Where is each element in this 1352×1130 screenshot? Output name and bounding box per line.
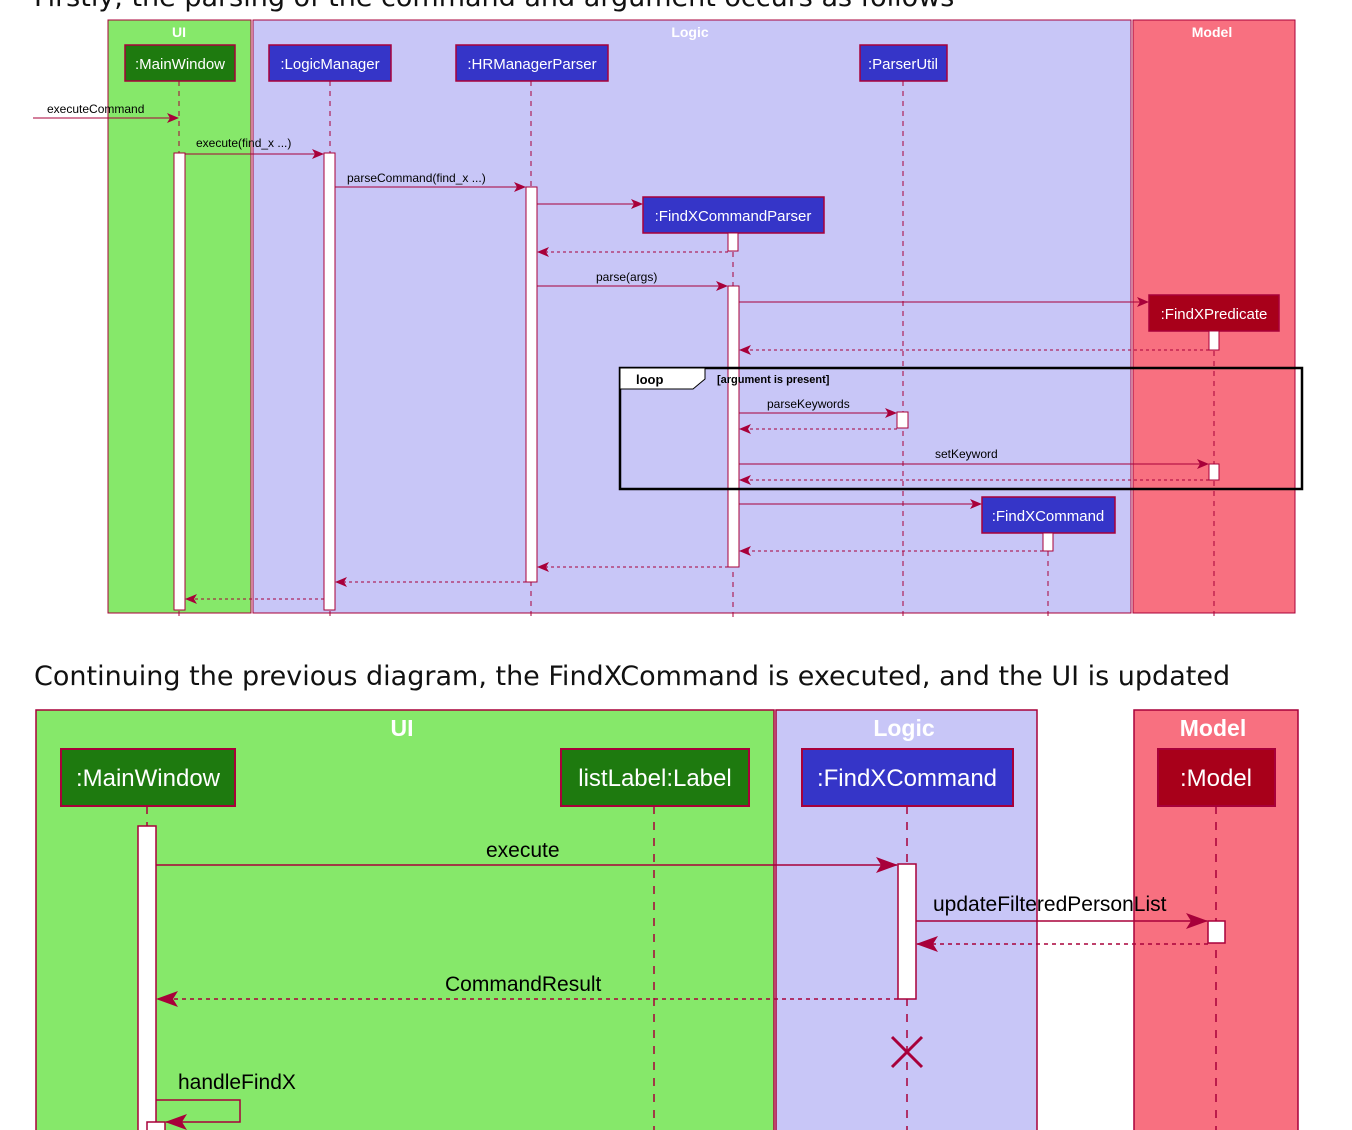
- message-labels-2: execute updateFilteredPersonList Command…: [178, 839, 1167, 1094]
- ui-box-2-title: UI: [391, 715, 414, 741]
- activation-find-x-predicate-2: [1208, 463, 1220, 481]
- participant-hr-manager-parser: :HRManagerParser: [455, 44, 609, 82]
- activation-find-x-predicate-1: [1208, 330, 1220, 351]
- participant-list-label-label: listLabel:Label: [578, 765, 731, 792]
- model-box-title: Model: [1192, 24, 1232, 40]
- msg-set-keyword-label: setKeyword: [935, 447, 998, 461]
- sequence-diagram-parsing: UI Logic Model :MainWindow :LogicManager…: [33, 19, 1304, 620]
- participant-model: :Model: [1157, 748, 1276, 807]
- participant-find-x-command-parser-label: :FindXCommandParser: [655, 208, 812, 225]
- msg-execute-command-label: executeCommand: [47, 102, 144, 116]
- participant-find-x-predicate-label: :FindXPredicate: [1161, 306, 1268, 323]
- sequence-diagram-execution: UI Logic Model :MainWindow listLabel:Lab…: [35, 709, 1299, 1130]
- msg-handle-find-x-label: handleFindX: [178, 1071, 296, 1094]
- participant-find-x-command: :FindXCommand: [981, 496, 1116, 534]
- activation-find-x-command-2: [897, 863, 917, 1000]
- logic-box-title: Logic: [671, 24, 709, 40]
- participant-main-window: :MainWindow: [124, 44, 236, 82]
- msg-parse-command-label: parseCommand(find_x ...): [347, 171, 486, 185]
- activation-model: [1207, 920, 1226, 944]
- messages-2: [156, 857, 1208, 1130]
- activation-find-x-command-parser-2: [727, 285, 740, 568]
- msg-execute-2-label: execute: [486, 839, 560, 862]
- activation-find-x-command-parser-1: [727, 232, 739, 252]
- loop-guard: [argument is present]: [717, 374, 830, 386]
- activation-hr-manager-parser: [525, 186, 538, 583]
- participant-find-x-command-parser: :FindXCommandParser: [642, 196, 825, 234]
- loop-fragment: loop [argument is present]: [618, 366, 1304, 491]
- participant-find-x-command-2-label: :FindXCommand: [817, 765, 997, 792]
- participant-main-window-2-label: :MainWindow: [76, 765, 221, 792]
- participant-main-window-label: :MainWindow: [135, 56, 225, 73]
- caption-second: Continuing the previous diagram, the Fin…: [34, 661, 1231, 692]
- logic-box-2-title: Logic: [873, 715, 935, 741]
- loop-keyword: loop: [636, 372, 663, 387]
- caption-first: Firstly, the parsing of the command and …: [34, 0, 954, 13]
- participant-logic-manager-label: :LogicManager: [280, 56, 379, 73]
- participant-find-x-command-label: :FindXCommand: [992, 508, 1105, 525]
- participant-find-x-command-2: :FindXCommand: [801, 748, 1014, 807]
- activation-parser-util: [896, 411, 909, 429]
- msg-update-filtered-label: updateFilteredPersonList: [933, 893, 1167, 916]
- msg-handle-find-x-arrow: [156, 1099, 241, 1130]
- model-box-2-title: Model: [1180, 715, 1246, 741]
- msg-command-result-label: CommandResult: [445, 973, 602, 996]
- participant-logic-manager: :LogicManager: [268, 44, 392, 82]
- participant-parser-util: :ParserUtil: [859, 44, 948, 82]
- activation-main-window-2: [137, 825, 157, 1130]
- msg-parse-keywords-label: parseKeywords: [767, 397, 850, 411]
- participant-hr-manager-parser-label: :HRManagerParser: [467, 56, 596, 73]
- msg-parse-label: parse(args): [596, 270, 657, 284]
- activation-logic-manager: [323, 152, 336, 611]
- msg-execute-label: execute(find_x ...): [196, 136, 291, 150]
- participant-main-window-2: :MainWindow: [60, 748, 236, 807]
- participant-parser-util-label: :ParserUtil: [868, 56, 938, 73]
- messages: [33, 113, 1209, 604]
- activation-handle-find-x: [146, 1121, 166, 1130]
- message-labels: executeCommand execute(find_x ...) parse…: [47, 102, 998, 461]
- destroy-x-icon: [890, 1035, 924, 1069]
- participant-find-x-predicate: :FindXPredicate: [1148, 294, 1280, 332]
- participant-model-label: :Model: [1180, 765, 1252, 792]
- participant-list-label: listLabel:Label: [560, 748, 750, 807]
- activation-find-x-command: [1042, 532, 1054, 552]
- activation-main-window: [173, 152, 186, 611]
- ui-box-title: UI: [172, 24, 186, 40]
- activation-bars-2: [137, 825, 1226, 1130]
